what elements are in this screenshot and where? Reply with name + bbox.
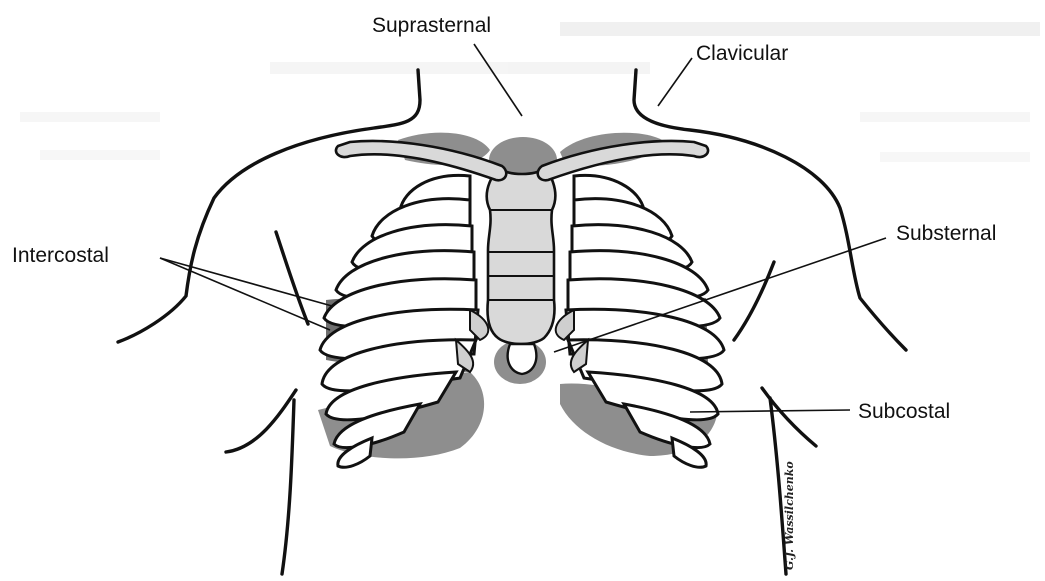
sternum xyxy=(487,168,556,344)
suprasternal-leader xyxy=(474,44,522,116)
clavicular-label: Clavicular xyxy=(696,42,788,65)
subcostal-label: Subcostal xyxy=(858,400,950,423)
suprasternal-label: Suprasternal xyxy=(372,14,491,37)
xiphoid xyxy=(508,344,537,374)
clavicular-leader xyxy=(658,58,692,106)
artist-signature: G.J. Wassilchenko xyxy=(783,461,796,570)
intercostal-label: Intercostal xyxy=(12,244,109,267)
substernal-label: Substernal xyxy=(896,222,996,245)
